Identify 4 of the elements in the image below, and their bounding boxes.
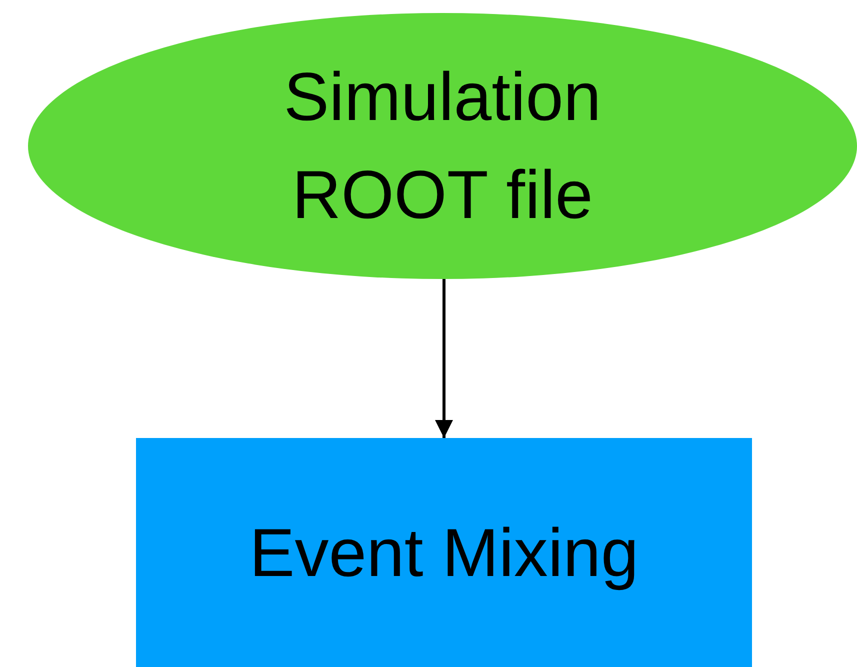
process-box xyxy=(136,438,752,667)
arrow xyxy=(435,279,453,438)
node-label: Simulation ROOT file xyxy=(282,58,602,235)
node-label: Event Mixing xyxy=(249,514,639,592)
